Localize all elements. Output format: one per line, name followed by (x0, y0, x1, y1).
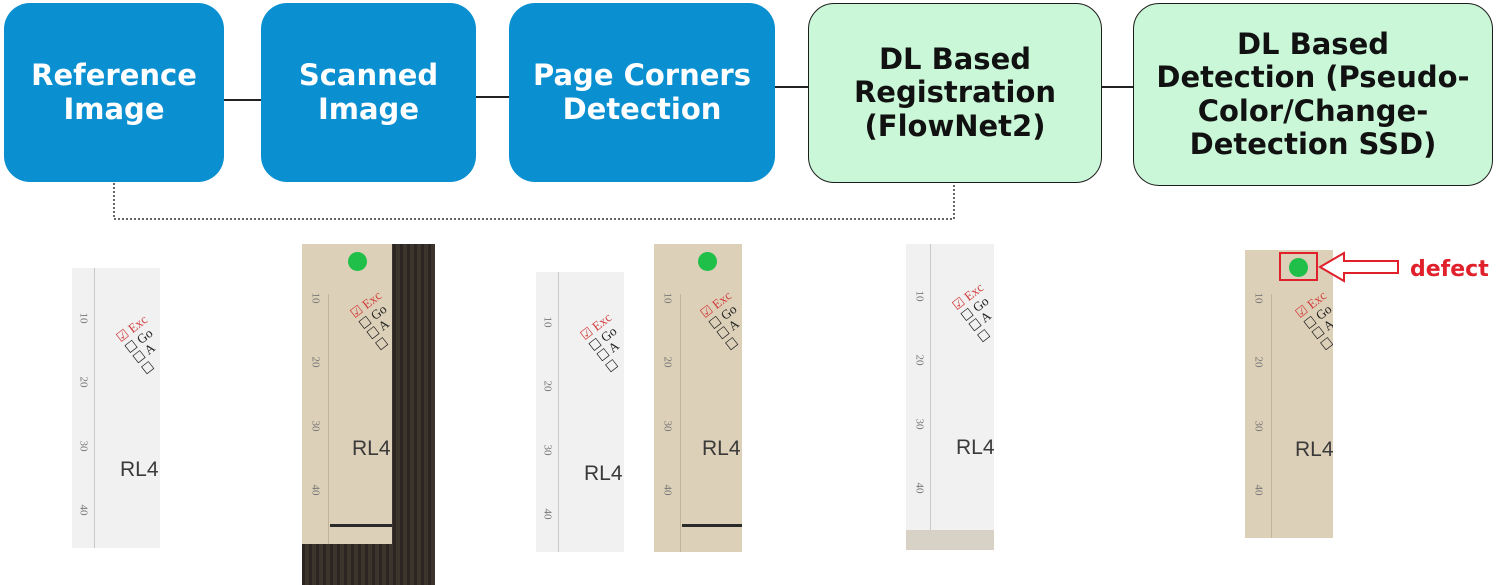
defect-arrow (1318, 251, 1399, 283)
checkbox-list: ☑ Exc ☐ Go ☐ A ☐ (347, 287, 392, 354)
thumb-label: RL4 (352, 437, 391, 460)
tick-30: 30 (661, 420, 674, 432)
connector-reference-scanned (224, 99, 261, 101)
green-dot (348, 252, 367, 271)
checkbox-list: ☑ Exc ☐ Go ☐ A ☐ (949, 279, 994, 346)
thumb-registered: 10 20 30 40 ☑ Exc ☐ Go ☐ A ☐ RL4 (906, 244, 994, 550)
tick-10: 10 (541, 316, 554, 328)
thumb-label: RL4 (120, 458, 159, 481)
thumb-label: RL4 (584, 462, 623, 485)
thumb-scanned: 10 20 30 40 ☑ Exc ☐ Go ☐ A ☐ RL4 (302, 244, 392, 544)
box-scanned-image-label: Scanned Image (298, 58, 439, 126)
thumb-label: RL4 (956, 436, 994, 459)
connector-scanned-corners (476, 96, 509, 98)
box-reference-image: Reference Image (4, 3, 224, 182)
thumb-label: RL4 (702, 437, 741, 460)
tick-20: 20 (309, 356, 322, 368)
box-dl-detection-label: DL Based Detection (Pseudo-Color/Change-… (1156, 26, 1470, 161)
tick-20: 20 (541, 380, 554, 392)
checkbox-list: ☑ Exc ☐ Go ☐ A ☐ (1292, 287, 1333, 354)
tick-40: 40 (77, 504, 90, 516)
dotted-reference-link (113, 183, 955, 220)
tick-30: 30 (77, 440, 90, 452)
thumb-corners-reference: 10 20 30 40 ☑ Exc ☐ Go ☐ A ☐ RL4 (536, 272, 624, 552)
tick-20: 20 (77, 376, 90, 388)
baseline-rule (330, 524, 392, 527)
tick-30: 30 (541, 444, 554, 456)
tick-20: 20 (1252, 356, 1265, 368)
tick-30: 30 (309, 420, 322, 432)
tick-40: 40 (913, 482, 926, 494)
tick-40: 40 (541, 508, 554, 520)
tick-40: 40 (309, 484, 322, 496)
box-page-corners-detection-label: Page Corners Detection (533, 58, 751, 126)
thumb-corners-scanned: 10 20 30 40 ☑ Exc ☐ Go ☐ A ☐ RL4 (654, 244, 742, 552)
thumb-reference: 10 20 30 40 ☑ Exc ☐ Go ☐ A ☐ RL4 (72, 268, 160, 548)
green-dot (1289, 258, 1308, 277)
box-page-corners-detection: Page Corners Detection (509, 3, 775, 182)
tick-40: 40 (661, 484, 674, 496)
box-reference-image-label: Reference Image (31, 58, 197, 126)
box-dl-detection: DL Based Detection (Pseudo-Color/Change-… (1133, 3, 1493, 186)
tick-10: 10 (309, 292, 322, 304)
box-dl-registration: DL Based Registration (FlowNet2) (808, 3, 1102, 183)
checkbox-list: ☑ Exc ☐ Go ☐ A ☐ (697, 287, 742, 354)
tick-20: 20 (913, 354, 926, 366)
tick-20: 20 (661, 356, 674, 368)
tick-10: 10 (1252, 292, 1265, 304)
connector-registration-detection (1102, 86, 1133, 88)
tick-10: 10 (661, 292, 674, 304)
connector-corners-registration (775, 86, 808, 88)
tick-40: 40 (1252, 484, 1265, 496)
tick-10: 10 (913, 290, 926, 302)
checkbox-list: ☑ Exc ☐ Go ☐ A ☐ (113, 311, 158, 378)
thumb-label: RL4 (1295, 438, 1333, 461)
checkbox-list: ☑ Exc ☐ Go ☐ A ☐ (577, 309, 622, 376)
tick-30: 30 (913, 418, 926, 430)
tick-30: 30 (1252, 420, 1265, 432)
box-scanned-image: Scanned Image (261, 3, 476, 182)
thumb-detection: 10 20 30 40 ☑ Exc ☐ Go ☐ A ☐ RL4 (1245, 250, 1333, 538)
box-dl-registration-label: DL Based Registration (FlowNet2) (853, 41, 1057, 143)
defect-label: defect (1410, 257, 1489, 282)
baseline-rule (682, 524, 742, 527)
tick-10: 10 (77, 312, 90, 324)
defect-bounding-box (1279, 252, 1318, 281)
green-dot (698, 252, 717, 271)
